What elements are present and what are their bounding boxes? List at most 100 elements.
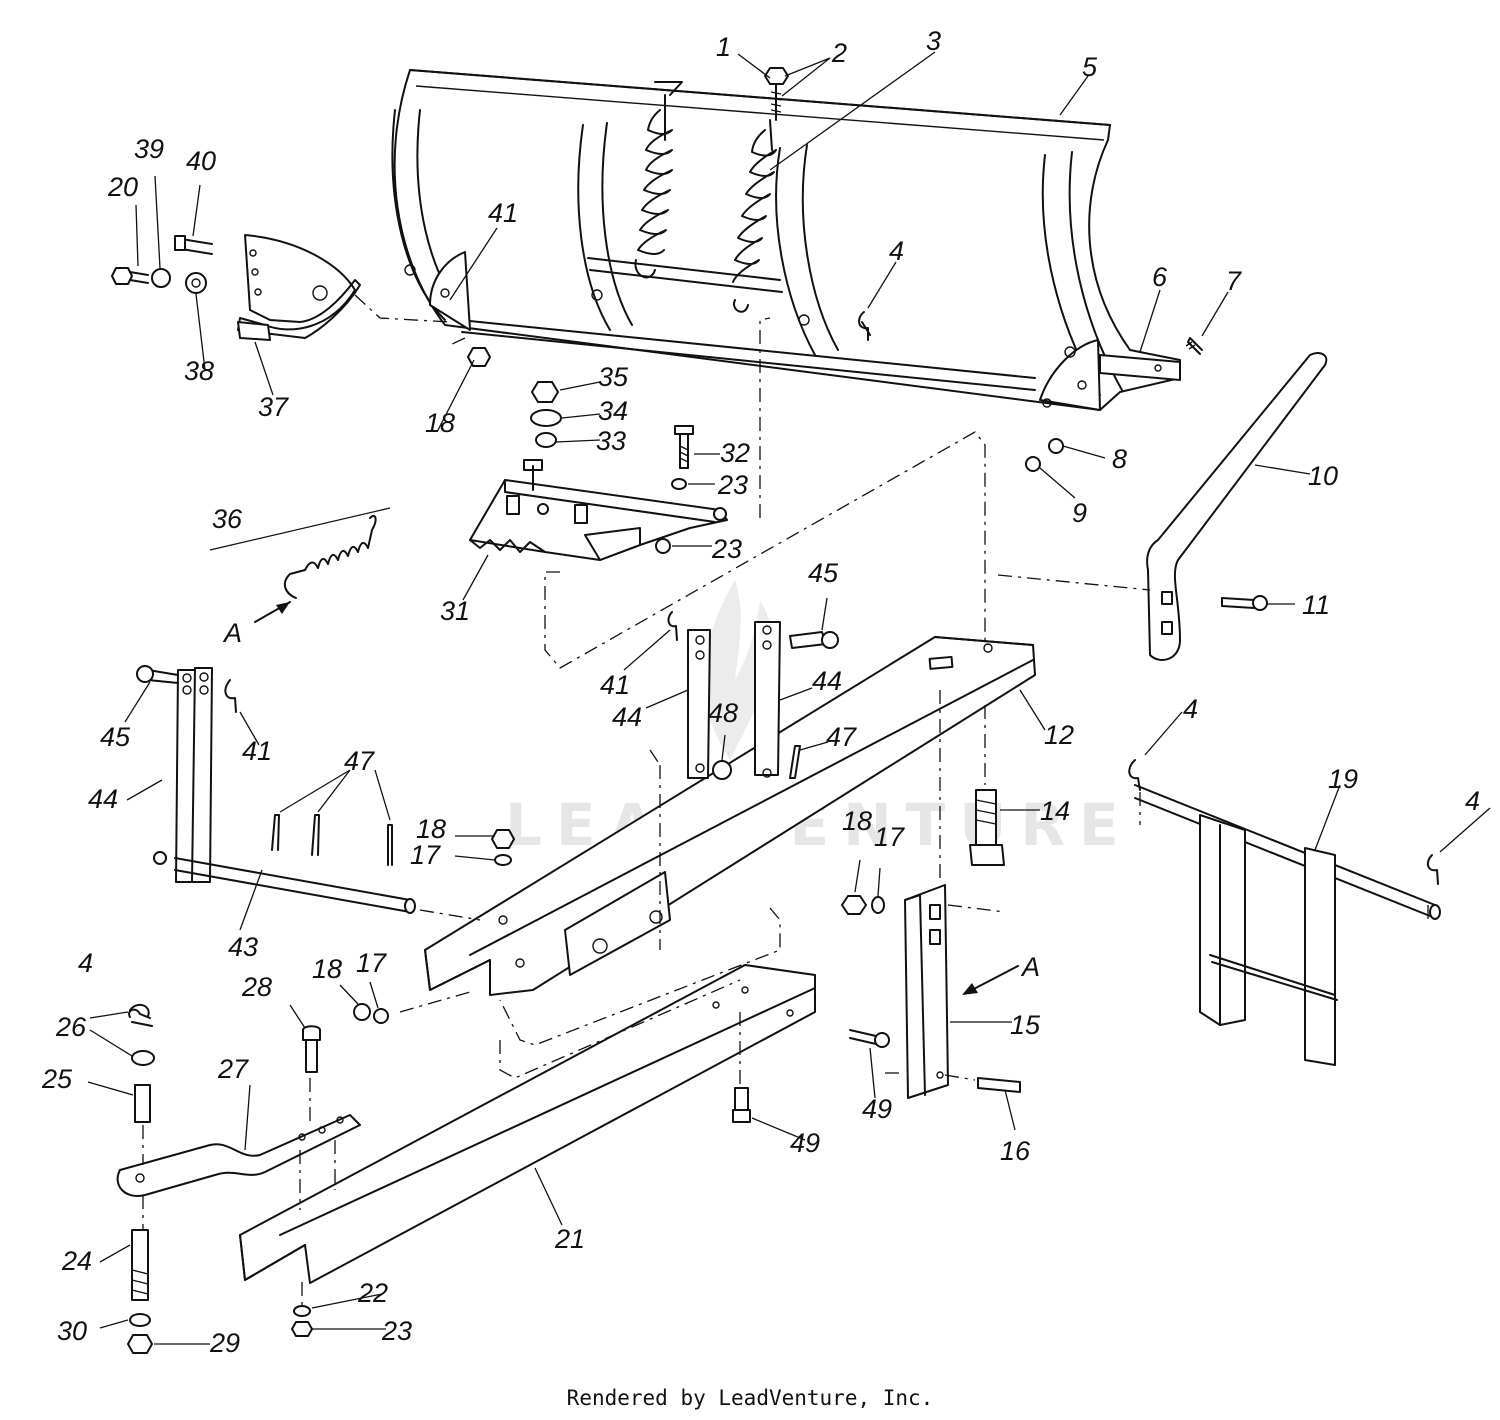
eye-bolt-nut (764, 67, 789, 121)
callout-37: 37 (258, 392, 289, 422)
callout-8: 8 (1112, 444, 1127, 474)
callout-23-b: 23 (711, 534, 742, 564)
callout-19: 19 (1328, 764, 1358, 794)
callout-47-left: 47 (344, 746, 375, 776)
carriage-bolt-7 (1185, 337, 1203, 355)
callout-49-a: 49 (790, 1128, 820, 1158)
callout-32: 32 (720, 438, 750, 468)
callout-18-right: 18 (842, 806, 872, 836)
watermark-flame-icon (704, 580, 773, 760)
callout-10: 10 (1308, 461, 1338, 491)
nut-18 (467, 347, 491, 367)
washer-nut-22-23 (291, 1305, 313, 1337)
callout-23-a: 23 (717, 470, 748, 500)
rod-43 (153, 814, 416, 914)
pivot-bracket (469, 459, 728, 561)
callout-39: 39 (134, 134, 164, 164)
callout-41-top: 41 (488, 198, 518, 228)
callout-26: 26 (55, 1012, 87, 1042)
callout-47-right: 47 (826, 722, 857, 752)
callout-45-left: 45 (100, 722, 131, 752)
skid-shoe-assembly (111, 234, 361, 341)
blade-springs (634, 81, 777, 313)
callout-2: 2 (831, 38, 847, 68)
nut-washer-17-18-right (841, 895, 885, 915)
nuts-8-9 (1025, 438, 1064, 472)
callout-40: 40 (186, 146, 216, 176)
callout-29: 29 (209, 1328, 240, 1358)
bracket-27 (116, 1114, 361, 1197)
callout-48: 48 (708, 698, 738, 728)
callout-49-b: 49 (862, 1094, 892, 1124)
callout-24: 24 (61, 1246, 92, 1276)
callout-20: 20 (107, 172, 138, 202)
callout-27: 27 (217, 1054, 249, 1084)
nut-washer-17-18-middle (353, 829, 515, 1024)
main-frame (424, 636, 1036, 996)
callout-6: 6 (1152, 262, 1168, 292)
callout-41-left: 41 (242, 736, 272, 766)
bolt-28 (302, 1025, 321, 1073)
callout-44-left: 44 (88, 784, 118, 814)
callout-11: 11 (1302, 590, 1330, 620)
callout-12: 12 (1044, 720, 1074, 750)
callout-18-middle: 18 (416, 814, 446, 844)
callout-4-lower: 4 (78, 948, 93, 978)
callout-44-b: 44 (812, 666, 842, 696)
plow-blade (391, 69, 1181, 411)
callout-21: 21 (554, 1224, 585, 1254)
washers-nut-33-35 (530, 381, 562, 448)
spring-36 (283, 514, 377, 599)
callout-43: 43 (228, 932, 258, 962)
callout-15: 15 (1010, 1010, 1041, 1040)
arrow-a-left (254, 601, 291, 623)
callout-22: 22 (357, 1278, 388, 1308)
callout-34: 34 (598, 396, 628, 426)
callout-36: 36 (212, 504, 243, 534)
callout-28: 28 (241, 972, 272, 1002)
callout-3: 3 (926, 26, 941, 56)
bolts-49 (732, 1029, 890, 1123)
callout-5: 5 (1082, 52, 1098, 82)
callout-arrow-a-left: A (222, 618, 242, 648)
callout-7: 7 (1226, 266, 1242, 296)
bolt-14 (969, 789, 1005, 866)
callout-30: 30 (57, 1316, 87, 1346)
callout-16: 16 (1000, 1136, 1031, 1166)
callout-33: 33 (596, 426, 626, 456)
callout-38: 38 (184, 356, 214, 386)
lower-frame-rail (239, 964, 816, 1284)
callout-4-right-b: 4 (1465, 786, 1480, 816)
callout-17-middle: 17 (410, 840, 441, 870)
callout-44-a: 44 (612, 702, 642, 732)
push-arm (1146, 352, 1328, 661)
lift-links-right (667, 611, 839, 780)
lift-links-left (136, 665, 237, 883)
callout-1: 1 (716, 32, 731, 62)
callout-41-middle: 41 (600, 670, 630, 700)
callout-9: 9 (1072, 498, 1087, 528)
callout-4-right-a: 4 (1183, 694, 1198, 724)
assembly-lines (142, 294, 1429, 1305)
hair-pin-4-lower (129, 1003, 150, 1017)
callout-25: 25 (41, 1064, 73, 1094)
callout-labels: 1 2 3 5 4 6 7 8 9 10 11 12 14 15 16 17 1… (41, 26, 1480, 1358)
callout-14: 14 (1040, 796, 1070, 826)
arrow-a-right (962, 965, 1019, 995)
credit-line: Rendered by LeadVenture, Inc. (566, 1386, 934, 1410)
callout-17-right: 17 (874, 822, 905, 852)
callout-31: 31 (440, 596, 470, 626)
mount-bracket-15 (904, 884, 1021, 1099)
callout-35: 35 (598, 362, 629, 392)
callout-4: 4 (889, 236, 904, 266)
callout-18-top: 18 (425, 408, 455, 438)
bolt-32 (671, 425, 694, 490)
callout-45-a: 45 (808, 558, 839, 588)
spindle-parts-24-30 (127, 1008, 155, 1354)
leader-lines (87, 51, 1491, 1345)
mount-bracket-19 (1128, 759, 1441, 1066)
hair-pin-clip (858, 311, 871, 341)
callout-18-lower: 18 (312, 954, 342, 984)
